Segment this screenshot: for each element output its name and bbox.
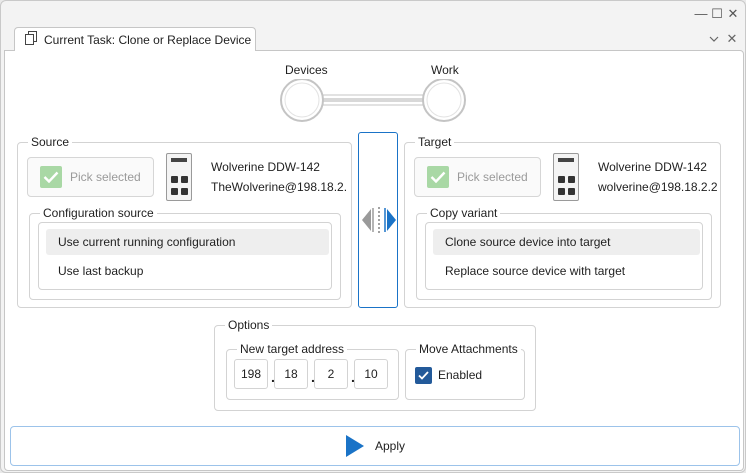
options-group-title: Options xyxy=(225,318,273,332)
swap-source-target-button[interactable] xyxy=(358,132,398,308)
configuration-source-group: Configuration source Use current running… xyxy=(29,206,341,300)
ip-separator: . xyxy=(271,369,275,385)
window-controls: — ☐ ✕ xyxy=(693,5,741,21)
ip-octet-2-input[interactable]: 18 xyxy=(274,359,308,389)
tab-current-task[interactable]: Current Task: Clone or Replace Device xyxy=(14,27,256,51)
option-clone-source-into-target[interactable]: Clone source device into target xyxy=(433,229,700,255)
new-target-address-title: New target address xyxy=(237,342,348,356)
ip-separator: . xyxy=(311,369,315,385)
copy-variant-title: Copy variant xyxy=(427,206,501,220)
move-attachments-group: Move Attachments Enabled xyxy=(405,342,525,400)
task-content: Devices Work Source Pick selected xyxy=(4,50,744,471)
ip-octet-1-input[interactable]: 198 xyxy=(234,359,268,389)
target-group: Target Pick selected Wolverine DDW-142 w… xyxy=(404,135,721,308)
apply-label: Apply xyxy=(374,439,406,453)
target-device-name: Wolverine DDW-142 xyxy=(598,160,707,174)
source-device-name: Wolverine DDW-142 xyxy=(211,160,320,174)
source-device-icon xyxy=(166,153,192,201)
source-group: Source Pick selected Wolverine DDW-142 T… xyxy=(17,135,352,308)
option-use-last-backup[interactable]: Use last backup xyxy=(58,264,144,278)
target-pick-selected-button[interactable]: Pick selected xyxy=(414,157,541,197)
configuration-source-title: Configuration source xyxy=(40,206,157,220)
tab-controls: ✕ xyxy=(705,31,741,47)
option-replace-source-with-target[interactable]: Replace source device with target xyxy=(445,264,626,278)
ip-octet-3-input[interactable]: 2 xyxy=(314,359,348,389)
close-icon[interactable]: ✕ xyxy=(727,5,739,21)
checkmark-icon xyxy=(427,166,449,188)
copy-variant-list: Clone source device into target Replace … xyxy=(425,222,703,290)
target-group-title: Target xyxy=(415,135,455,149)
copy-document-icon xyxy=(25,31,38,48)
step-label-devices: Devices xyxy=(285,63,328,77)
target-device-icon xyxy=(553,153,579,201)
ip-octet-4-input[interactable]: 10 xyxy=(354,359,388,389)
configuration-source-list: Use current running configuration Use la… xyxy=(38,222,332,290)
tab-title: Current Task: Clone or Replace Device xyxy=(44,32,252,47)
apply-button[interactable]: Apply xyxy=(10,426,740,466)
step-progress-indicator xyxy=(280,79,466,122)
tab-close-icon[interactable]: ✕ xyxy=(726,31,738,46)
target-pick-label: Pick selected xyxy=(457,170,528,184)
play-icon xyxy=(345,435,364,457)
move-attachments-title: Move Attachments xyxy=(416,342,521,356)
target-device-address: wolverine@198.18.2.2 xyxy=(598,180,718,194)
enabled-checkbox[interactable] xyxy=(415,367,432,384)
source-pick-selected-button[interactable]: Pick selected xyxy=(27,157,154,197)
maximize-icon[interactable]: ☐ xyxy=(711,5,723,21)
minimize-icon[interactable]: — xyxy=(694,5,708,21)
source-pick-label: Pick selected xyxy=(70,170,141,184)
source-group-title: Source xyxy=(28,135,73,149)
ip-separator: . xyxy=(351,369,355,385)
copy-variant-group: Copy variant Clone source device into ta… xyxy=(416,206,712,300)
step-label-work: Work xyxy=(431,63,459,77)
option-use-current-running-configuration[interactable]: Use current running configuration xyxy=(46,229,329,255)
checkmark-icon xyxy=(40,166,62,188)
source-device-address: TheWolverine@198.18.2. xyxy=(211,180,348,194)
chevron-down-icon[interactable] xyxy=(705,31,723,47)
swap-arrows-icon xyxy=(362,207,396,233)
enabled-label: Enabled xyxy=(438,368,483,382)
